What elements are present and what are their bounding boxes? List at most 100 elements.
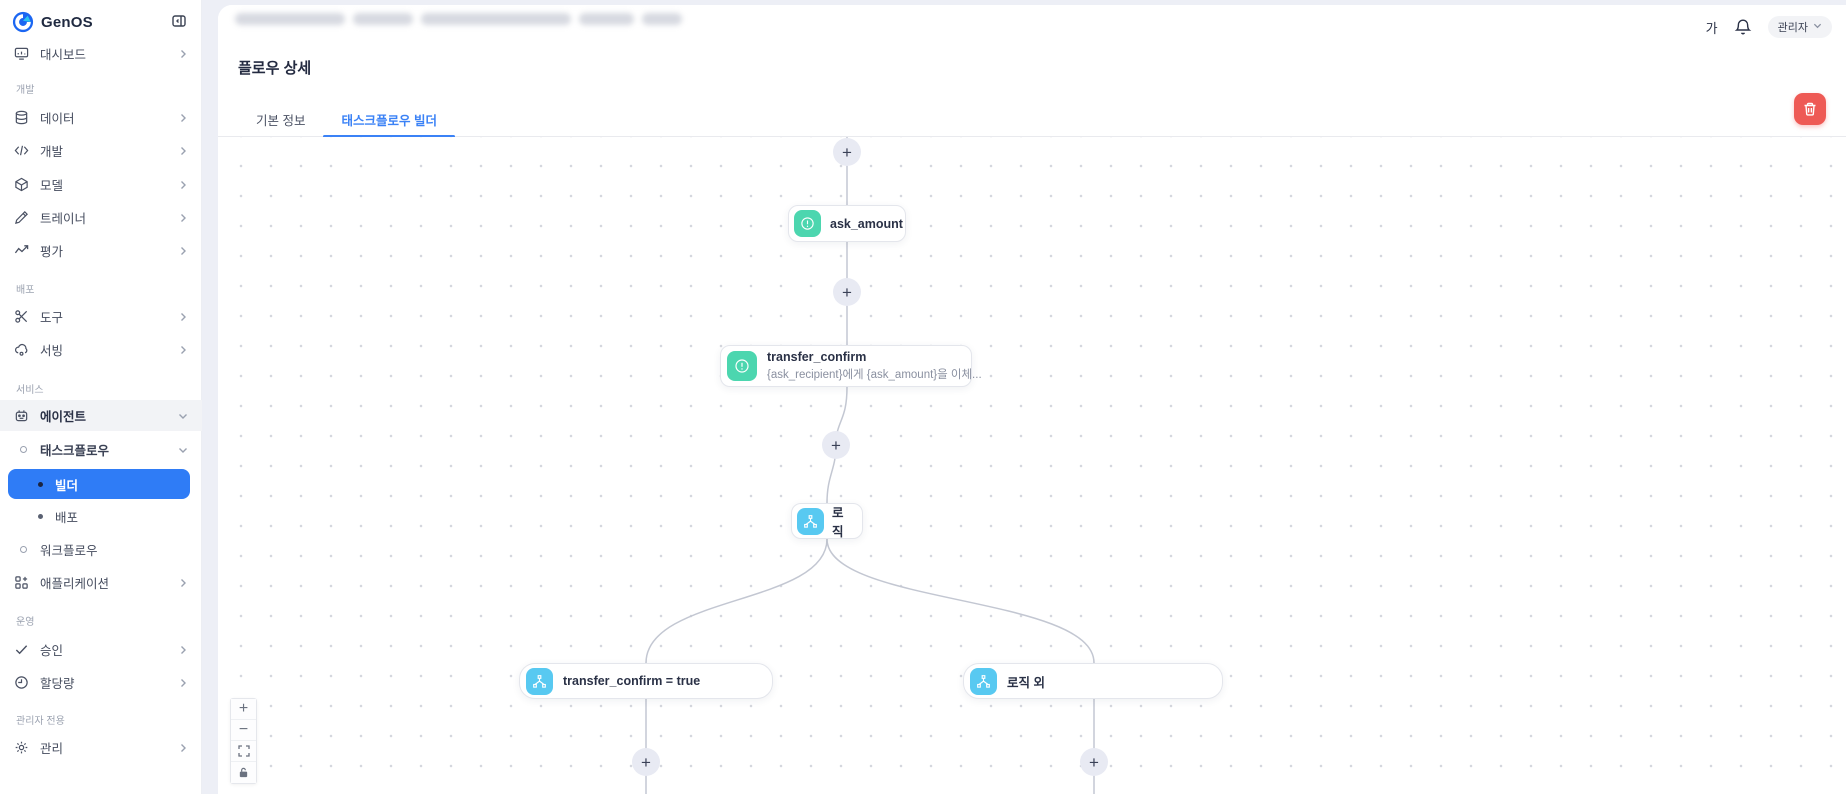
sidebar-item-workflow[interactable]: 워크플로우: [0, 533, 202, 566]
branch-icon: [526, 667, 553, 695]
cloud-icon: [13, 342, 29, 358]
chevron-right-icon: [178, 49, 188, 59]
sidebar-item-label: 트레이너: [40, 212, 87, 226]
sidebar-item-label: 모델: [40, 179, 64, 193]
sidebar-item-label: 워크플로우: [40, 544, 98, 558]
trash-icon: [1804, 102, 1816, 116]
chevron-right-icon: [178, 113, 188, 123]
fit-view-icon: [237, 745, 250, 757]
bullet-solid-icon: [38, 481, 43, 487]
sidebar: GenOS 대시보드 개발 데이터 개발 모델 트레이너 평가: [0, 0, 202, 794]
bullet-hollow-icon: [20, 546, 27, 553]
sidebar-item-admin[interactable]: 관리: [0, 731, 202, 764]
prompt-icon: [794, 210, 821, 237]
sidebar-item-label: 개발: [40, 145, 64, 159]
tab-basic-info[interactable]: 기본 정보: [256, 114, 306, 128]
brand: GenOS: [12, 8, 190, 36]
zoom-out-button[interactable]: −: [231, 720, 256, 741]
node-subtitle: {ask_recipient}에게 {ask_amount}을 이체...: [767, 369, 982, 381]
sidebar-item-tools[interactable]: 도구: [0, 300, 202, 333]
sidebar-item-label: 승인: [40, 644, 64, 658]
sidebar-item-label: 태스크플로우: [40, 444, 110, 458]
sidebar-item-taskflow[interactable]: 태스크플로우: [0, 433, 202, 466]
check-icon: [13, 642, 29, 658]
sidebar-item-label: 애플리케이션: [40, 577, 110, 591]
sidebar-section-deploy: 배포: [16, 284, 35, 296]
fit-view-button[interactable]: [231, 741, 256, 762]
bullet-solid-icon: [38, 514, 43, 519]
canvas-controls: + −: [230, 698, 257, 784]
sidebar-item-trainer[interactable]: 트레이너: [0, 201, 202, 234]
add-node-button[interactable]: +: [833, 278, 861, 306]
sidebar-item-deploy-sub[interactable]: 배포: [0, 500, 202, 533]
content-area: 가 관리자 플로우 상세 기본 정보 태스크플로우 빌더: [218, 5, 1846, 794]
chevron-right-icon: [178, 213, 188, 223]
node-transfer-confirm[interactable]: transfer_confirm {ask_recipient}에게 {ask_…: [720, 345, 982, 387]
node-logic[interactable]: 로직: [791, 503, 863, 539]
sidebar-item-label: 서빙: [40, 344, 64, 358]
sidebar-section-operations: 운영: [16, 616, 35, 628]
genos-logo-icon: [12, 11, 34, 33]
sidebar-item-quota[interactable]: 할당량: [0, 666, 202, 699]
dashboard-icon: [13, 46, 29, 62]
branch-icon: [797, 507, 824, 535]
node-title: transfer_confirm: [767, 350, 867, 364]
profile-label: 관리자: [1777, 22, 1808, 34]
apps-icon: [13, 575, 29, 591]
node-title: ask_amount: [830, 216, 903, 231]
sidebar-item-model[interactable]: 모델: [0, 168, 202, 201]
page-title: 플로우 상세: [238, 60, 312, 77]
sidebar-item-label: 할당량: [40, 677, 75, 691]
node-title: 로직: [832, 506, 844, 539]
brand-name: GenOS: [41, 13, 93, 31]
sidebar-collapse-icon[interactable]: [168, 10, 190, 32]
chevron-right-icon: [178, 578, 188, 588]
sidebar-item-serving[interactable]: 서빙: [0, 333, 202, 366]
chevron-right-icon: [178, 246, 188, 256]
sidebar-item-agent[interactable]: 에이전트: [0, 400, 202, 431]
sidebar-item-dashboard[interactable]: 대시보드: [0, 37, 202, 70]
sidebar-item-label: 에이전트: [40, 410, 87, 424]
chevron-right-icon: [178, 645, 188, 655]
chevron-right-icon: [178, 146, 188, 156]
chevron-right-icon: [178, 345, 188, 355]
sidebar-item-label: 배포: [55, 511, 79, 525]
sidebar-item-label: 데이터: [40, 112, 75, 126]
zoom-in-button[interactable]: +: [231, 699, 256, 720]
node-ask-amount[interactable]: ask_amount: [788, 205, 906, 242]
add-node-button[interactable]: +: [1080, 748, 1108, 776]
sidebar-item-application[interactable]: 애플리케이션: [0, 566, 202, 599]
database-icon: [13, 110, 29, 126]
language-button[interactable]: 가: [1705, 20, 1718, 36]
node-branch-else[interactable]: 로직 외: [963, 663, 1223, 699]
add-node-button[interactable]: +: [833, 138, 861, 166]
add-node-button[interactable]: +: [822, 431, 850, 459]
clock-icon: [13, 675, 29, 691]
node-branch-true[interactable]: transfer_confirm = true: [519, 663, 773, 699]
node-title: transfer_confirm = true: [563, 674, 701, 688]
cube-icon: [13, 177, 29, 193]
tab-taskflow-builder[interactable]: 태스크플로우 빌더: [323, 102, 456, 138]
sidebar-section-admin-only: 관리자 전용: [16, 715, 65, 727]
lock-button[interactable]: [231, 762, 256, 783]
node-title: 로직 외: [1007, 675, 1045, 690]
sidebar-item-develop[interactable]: 개발: [0, 134, 202, 167]
sidebar-item-approval[interactable]: 승인: [0, 633, 202, 666]
profile-dropdown[interactable]: 관리자: [1767, 16, 1832, 38]
sidebar-item-label: 평가: [40, 245, 64, 259]
sidebar-item-evaluation[interactable]: 평가: [0, 234, 202, 267]
tools-icon: [13, 309, 29, 325]
tabbar: 기본 정보 태스크플로우 빌더: [218, 102, 1846, 138]
add-node-button[interactable]: +: [632, 748, 660, 776]
sidebar-item-builder[interactable]: 빌더: [8, 469, 190, 499]
flow-canvas[interactable]: + + + + + ask_amount transfer_confirm {a…: [218, 137, 1846, 794]
delete-button[interactable]: [1794, 93, 1826, 125]
chevron-down-icon: [1813, 21, 1822, 33]
lock-icon: [239, 767, 248, 778]
notification-bell-icon[interactable]: [1734, 18, 1752, 36]
sidebar-item-label: 대시보드: [40, 48, 87, 62]
robot-icon: [13, 408, 29, 424]
topbar: 가 관리자: [218, 5, 1846, 50]
chevron-down-icon: [178, 411, 188, 421]
sidebar-item-data[interactable]: 데이터: [0, 101, 202, 134]
